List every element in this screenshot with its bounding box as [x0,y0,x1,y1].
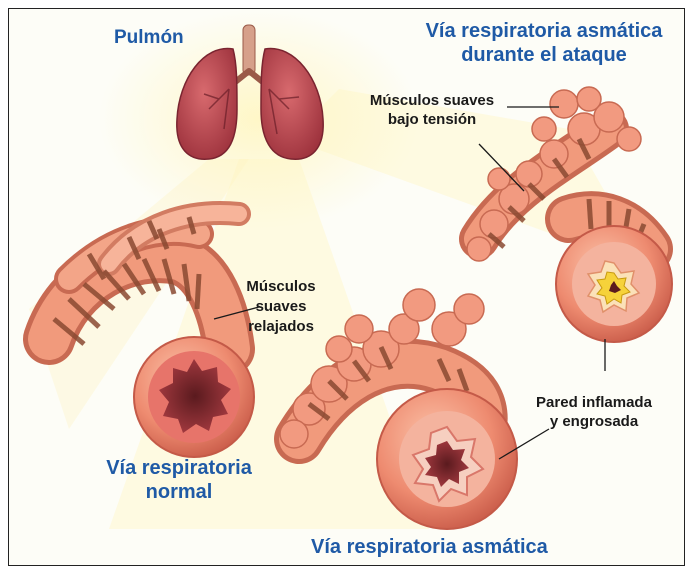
lung-label: Pulmón [114,27,184,49]
wall-label: Pared inflamada y engrosada [519,393,669,431]
asthma-attack-title-line2: durante el ataque [394,43,685,67]
muscles-relaxed-line1: Músculos [241,277,321,297]
illustration-frame: Pulmón Vía respiratoria asmática durante… [8,8,685,566]
muscles-relaxed-line3: relajados [241,317,321,337]
normal-airway-title-line2: normal [79,480,279,504]
normal-airway-title-line1: Vía respiratoria [79,456,279,480]
muscles-tense-line2: bajo tensión [357,110,507,129]
wall-line2: y engrosada [519,412,669,431]
wall-line1: Pared inflamada [519,393,669,412]
muscles-tense-label: Músculos suaves bajo tensión [357,91,507,129]
muscles-tense-line1: Músculos suaves [357,91,507,110]
asthma-airway-title: Vía respiratoria asmática [311,536,548,559]
asthma-attack-title: Vía respiratoria asmática durante el ata… [394,19,685,67]
muscles-relaxed-label: Músculos suaves relajados [241,277,321,337]
asthma-attack-title-line1: Vía respiratoria asmática [394,19,685,43]
muscles-relaxed-line2: suaves [241,297,321,317]
normal-airway-title: Vía respiratoria normal [79,456,279,504]
